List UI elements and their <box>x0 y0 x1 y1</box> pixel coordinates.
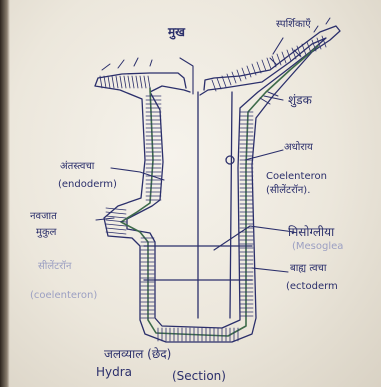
label-mesoglea-hi: मिसोग्लीया <box>288 226 334 238</box>
interstitial-cell <box>226 156 234 164</box>
caption-hindi: जलव्याल (छेद) <box>104 348 171 360</box>
caption-english-hydra: Hydra <box>96 366 132 378</box>
label-bud-hi-1: नवजात <box>30 212 57 222</box>
label-faint-en: (coelenteron) <box>30 291 97 301</box>
label-tentacles: स्पर्शिकाएँ <box>276 20 311 30</box>
label-endoderm-hi: अंतस्त्वचा <box>60 162 94 172</box>
label-hypostome: अधोराय <box>284 143 313 153</box>
body-outer-outline <box>95 26 340 342</box>
label-tentacle-bud: शुंडक <box>288 94 312 106</box>
ectoderm-ruling <box>144 92 252 318</box>
caption-english-section: (Section) <box>172 370 226 382</box>
label-endoderm-en: (endoderm) <box>58 180 117 190</box>
label-mesoglea-en: (Mesoglea <box>292 242 343 252</box>
label-ectoderm-hi: बाह्य त्वचा <box>290 264 327 274</box>
label-coelenteron-en: Coelenteron <box>266 172 327 182</box>
label-mouth: मुख <box>168 26 185 38</box>
label-bud-hi-2: मुकुल <box>36 228 56 238</box>
label-coelenteron-hi: (सीलेंटरॉन). <box>266 186 310 196</box>
label-faint-hi: सीलेंटरॉन <box>38 262 71 272</box>
label-ectoderm-en: (ectoderm <box>286 282 338 292</box>
